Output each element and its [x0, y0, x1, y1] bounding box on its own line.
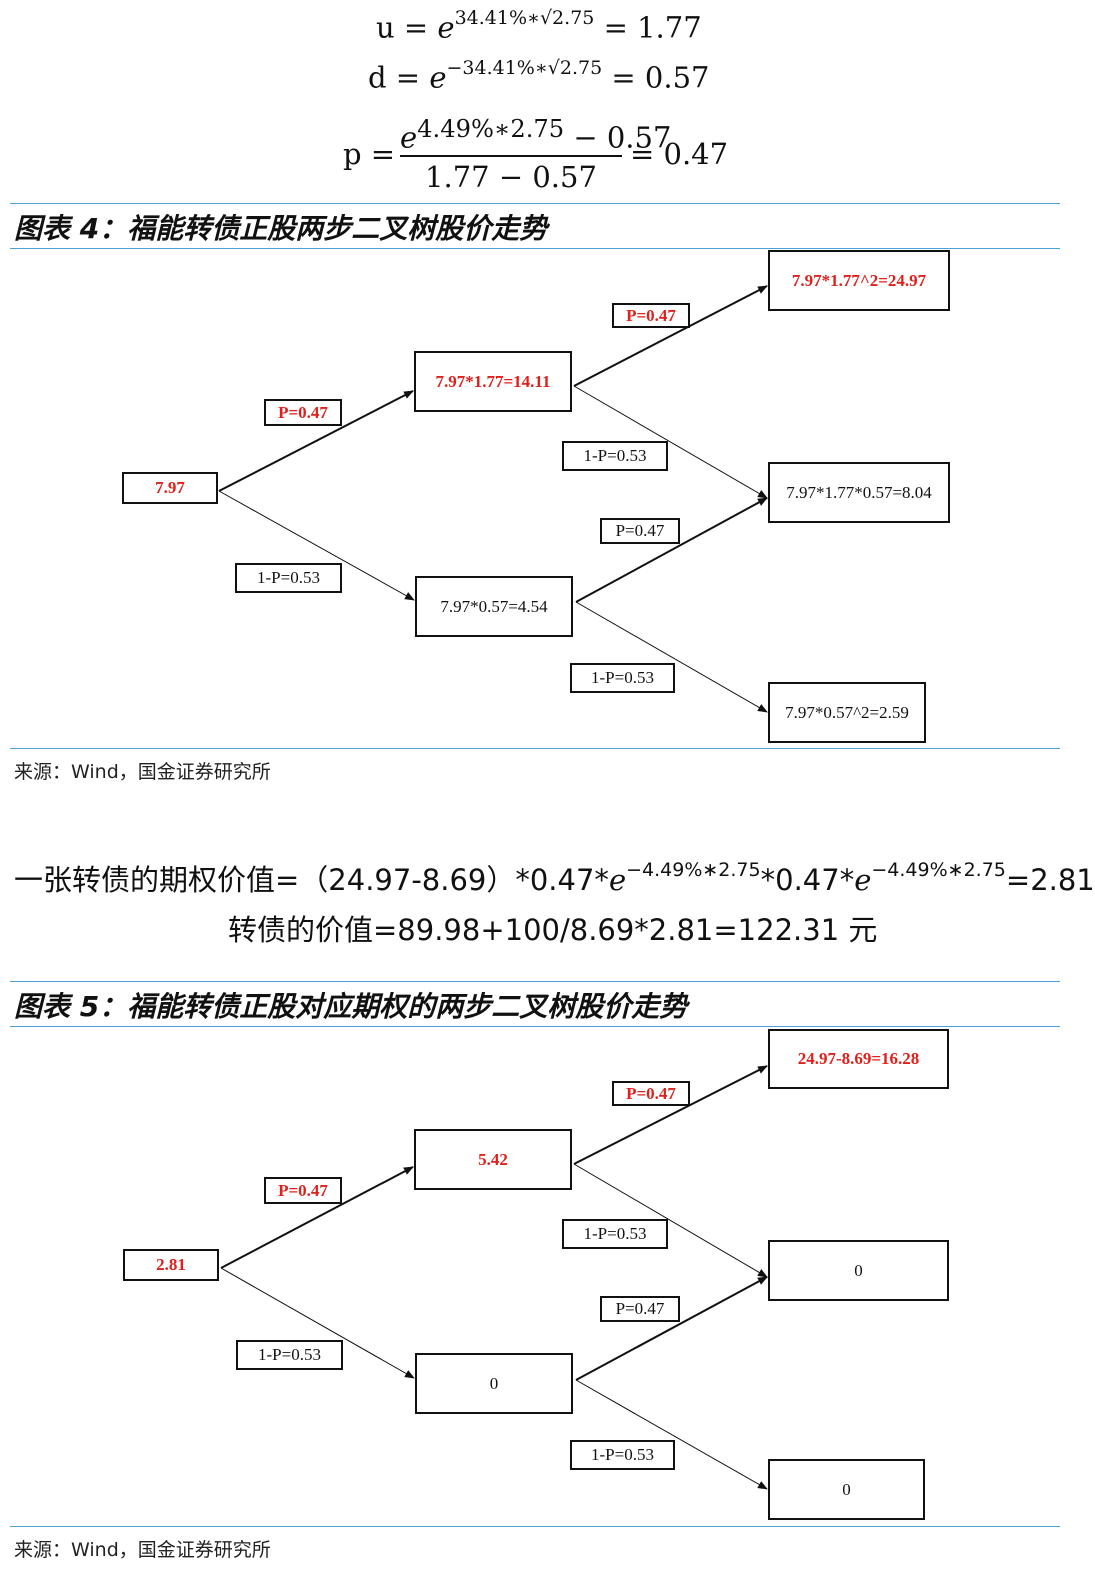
- figure5-top-rule: [10, 981, 1060, 982]
- branch-up-up: [573, 1065, 768, 1165]
- branch-up-up: [573, 285, 768, 387]
- node-uu: 7.97*1.77^2=24.97: [768, 250, 950, 311]
- formula-p-lhs: p =: [343, 137, 396, 171]
- branch-down-down: [575, 601, 768, 713]
- node-down: 7.97*0.57=4.54: [415, 576, 573, 637]
- figure5-title: 图表 5：福能转债正股对应期权的两步二叉树股价走势: [14, 990, 688, 1023]
- option-label-up-down: 1-P=0.53: [562, 1219, 668, 1249]
- branch-down-up: [575, 1276, 768, 1381]
- formula-p-fraction-bar: [400, 155, 622, 157]
- figure4-title: 图表 4：福能转债正股两步二叉树股价走势: [14, 212, 548, 245]
- option-node-root: 2.81: [123, 1249, 219, 1281]
- figure5-title-rule: [10, 1026, 1060, 1027]
- label-down-down: 1-P=0.53: [570, 663, 675, 693]
- figure5-tree-lines: [220, 1065, 768, 1490]
- figure4-bottom-rule: [10, 748, 1060, 749]
- label-down-up: P=0.47: [600, 518, 680, 544]
- option-label-root-up: P=0.47: [264, 1177, 342, 1204]
- node-ud: 7.97*1.77*0.57=8.04: [768, 462, 950, 523]
- figure4-top-rule: [10, 203, 1060, 204]
- label-root-down: 1-P=0.53: [235, 563, 342, 593]
- branch-root-up: [220, 1166, 414, 1269]
- branch-up-down: [573, 1163, 768, 1278]
- formula-p-numerator: e4.49%∗2.75 − 0.57: [400, 115, 672, 155]
- option-node-dd: 0: [768, 1459, 925, 1520]
- bond-value-equation: 转债的价值=89.98+100/8.69*2.81=122.31 元: [228, 913, 878, 947]
- label-root-up: P=0.47: [264, 399, 342, 426]
- option-value-equation: 一张转债的期权价值=（24.97-8.69）*0.47*e−4.49%∗2.75…: [14, 859, 1095, 897]
- formula-p-rhs: = 0.47: [630, 137, 729, 171]
- option-label-down-up: P=0.47: [600, 1296, 680, 1322]
- branch-root-down: [220, 1267, 415, 1379]
- branch-down-down: [575, 1379, 768, 1490]
- option-label-root-down: 1-P=0.53: [236, 1340, 343, 1370]
- branch-up-down: [573, 385, 768, 499]
- option-node-down: 0: [415, 1353, 573, 1414]
- option-label-down-down: 1-P=0.53: [570, 1440, 675, 1470]
- node-dd: 7.97*0.57^2=2.59: [768, 682, 926, 743]
- branch-down-up: [575, 497, 768, 603]
- option-node-up: 5.42: [414, 1129, 572, 1190]
- formula-u: u = e34.41%∗√2.75 = 1.77: [376, 7, 702, 45]
- node-root: 7.97: [122, 472, 218, 504]
- option-node-uu: 24.97-8.69=16.28: [768, 1029, 949, 1089]
- option-label-up-up: P=0.47: [612, 1081, 690, 1106]
- figure4-title-rule: [10, 248, 1060, 249]
- formula-d: d = e−34.41%∗√2.75 = 0.57: [368, 57, 710, 95]
- formula-p-denominator: 1.77 − 0.57: [425, 160, 597, 194]
- option-node-ud: 0: [768, 1240, 949, 1301]
- label-up-down: 1-P=0.53: [562, 441, 668, 471]
- figure5-source: 来源：Wind，国金证券研究所: [14, 1539, 271, 1561]
- branch-root-down: [218, 490, 415, 601]
- figure4-source: 来源：Wind，国金证券研究所: [14, 761, 271, 783]
- figure4-tree-lines: [218, 285, 768, 713]
- figure5-bottom-rule: [10, 1526, 1060, 1527]
- branch-root-up: [218, 390, 414, 492]
- node-up: 7.97*1.77=14.11: [414, 351, 572, 412]
- label-up-up: P=0.47: [612, 303, 690, 328]
